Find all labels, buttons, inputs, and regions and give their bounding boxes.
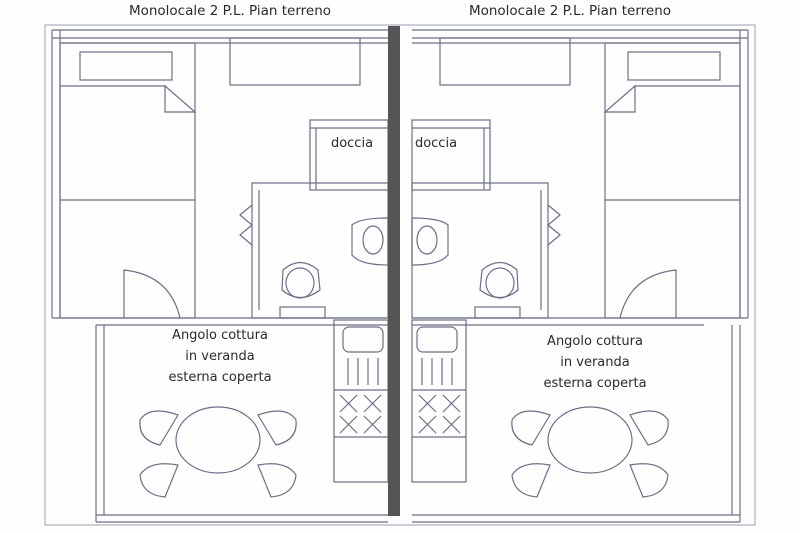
chair-icon	[139, 410, 179, 446]
veranda-label-line: in veranda	[185, 349, 255, 364]
veranda-label-line: in veranda	[560, 355, 630, 370]
veranda-label-line: esterna coperta	[168, 370, 272, 385]
chair-icon	[257, 410, 297, 446]
kitchen-sink-icon	[342, 326, 384, 353]
chair-icon	[257, 463, 297, 498]
bedroom-wall	[59, 42, 196, 319]
veranda-label-left: Angolo cottura in veranda esterna copert…	[140, 325, 300, 388]
pillow-icon	[79, 51, 173, 81]
toilet-tank	[279, 306, 326, 319]
veranda-label-line: Angolo cottura	[547, 334, 643, 349]
door-fold-icon	[239, 204, 253, 246]
shower-label-right: doccia	[414, 136, 458, 151]
outer-border	[44, 24, 756, 526]
veranda-label-right: Angolo cottura in veranda esterna copert…	[515, 331, 675, 394]
veranda-label-line: esterna coperta	[543, 376, 647, 391]
shower-label-left: doccia	[330, 136, 374, 151]
wardrobe-icon	[229, 37, 361, 86]
toilet-icon	[281, 261, 321, 299]
unit-title-right: Monolocale 2 P.L. Pian terreno	[468, 3, 672, 19]
door-swing-icon	[123, 269, 181, 319]
unit-title-left: Monolocale 2 P.L. Pian terreno	[128, 3, 332, 19]
dining-table-icon	[175, 406, 261, 474]
chair-icon	[139, 463, 179, 498]
veranda-label-line: Angolo cottura	[172, 328, 268, 343]
party-wall	[388, 26, 400, 516]
right-unit	[411, 29, 749, 523]
bathroom-wall	[251, 182, 389, 319]
shower-enclosure	[309, 119, 389, 191]
cooktop-icon	[339, 394, 382, 434]
bed-fold-icon	[164, 84, 197, 113]
kitchenette	[333, 319, 389, 483]
left-unit	[51, 29, 389, 523]
